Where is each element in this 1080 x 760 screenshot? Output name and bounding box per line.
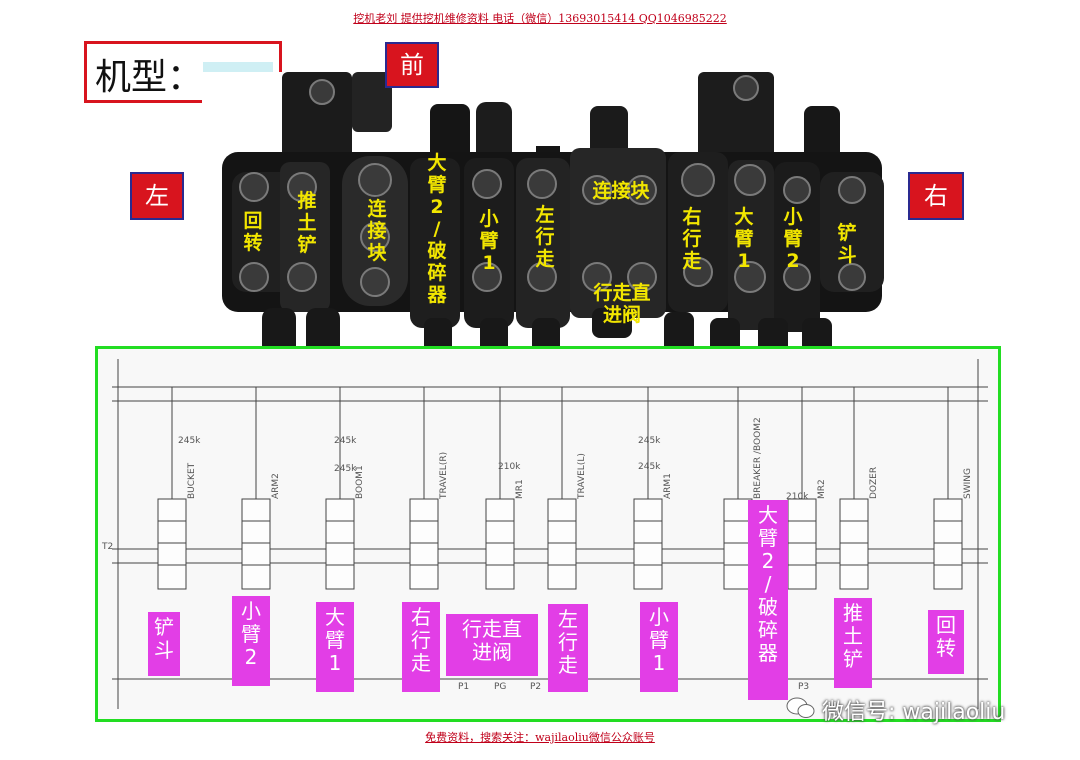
watermark-text: 微信号: wajilaoliu <box>822 700 1006 725</box>
schematic-label-travel-right: 右行走 <box>402 602 440 692</box>
spool-symbol <box>409 498 439 590</box>
photo-label-connector-right: 连接块 <box>592 180 650 202</box>
schematic-note: P2 <box>530 682 541 692</box>
schematic-label-bucket: 铲斗 <box>148 612 180 676</box>
schematic-note: 245k <box>638 462 661 472</box>
spool-symbol <box>839 498 869 590</box>
section-name: MR2 <box>817 479 827 499</box>
photo-label-travel-straight: 行走直进阀 <box>593 282 651 326</box>
schematic-note: P1 <box>458 682 469 692</box>
photo-label-connector-left: 连接块 <box>367 198 387 264</box>
section-name: MR1 <box>515 479 525 499</box>
schematic-label-travel-left: 左行走 <box>548 604 588 692</box>
photo-label-bucket: 铲斗 <box>837 222 857 266</box>
spool-symbol <box>325 498 355 590</box>
photo-label-dozer: 推土铲 <box>297 190 317 256</box>
schematic-note: 245k <box>178 436 201 446</box>
schematic-note: 245k <box>334 436 357 446</box>
schematic-note: PG <box>494 682 506 692</box>
schematic-label-swing: 回转 <box>928 610 964 674</box>
section-name: BREAKER /BOOM2 <box>753 417 763 499</box>
schematic-note: 210k <box>786 492 809 502</box>
model-label: 机型： <box>95 57 204 98</box>
schematic-label-travel-straight: 行走直进阀 <box>446 614 538 676</box>
spool-symbol <box>547 498 577 590</box>
photo-label-travel-left: 左行走 <box>535 204 555 270</box>
schematic-note: P3 <box>798 682 809 692</box>
section-name: ARM2 <box>271 473 281 499</box>
spool-symbol <box>241 498 271 590</box>
spool-symbol <box>933 498 963 590</box>
section-name: ARM1 <box>663 473 673 499</box>
schematic-drawing: BUCKET ARM2 BOOM1 TRAVEL(R) MR1 TRAVEL(L) ARM1… <box>101 359 988 709</box>
direction-right: 右 <box>908 172 964 220</box>
spool-symbol <box>485 498 515 590</box>
wechat-icon <box>786 697 815 718</box>
direction-left: 左 <box>130 172 184 220</box>
section-name: BOOM1 <box>355 465 365 499</box>
spool-symbol <box>633 498 663 590</box>
schematic-note: 245k <box>638 436 661 446</box>
photo-label-travel-right: 右行走 <box>682 206 702 272</box>
spool-symbol <box>157 498 187 590</box>
header-banner: 挖机老刘 提供挖机维修资料 电话（微信）13693015414 QQ104698… <box>353 12 727 25</box>
photo-label-swing: 回转 <box>243 210 263 254</box>
section-name: BUCKET <box>187 462 197 499</box>
schematic-note: T2 <box>101 542 113 552</box>
schematic-label-dozer: 推土铲 <box>834 598 872 688</box>
section-name: DOZER <box>869 467 879 499</box>
footer-banner: 免费资料，搜索关注：wajilaoliu微信公众账号 <box>425 731 655 744</box>
direction-front: 前 <box>385 42 439 88</box>
section-name: TRAVEL(L) <box>577 453 587 500</box>
section-name: TRAVEL(R) <box>439 452 449 500</box>
schematic-note: 210k <box>498 462 521 472</box>
spool-symbol <box>787 498 817 590</box>
schematic-note: 245k <box>334 464 357 474</box>
section-name: SWING <box>963 468 973 499</box>
